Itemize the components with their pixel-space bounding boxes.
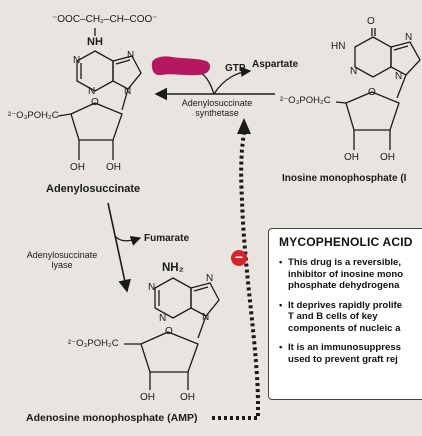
info-bullet-2-line-2: T and B cells of key [288,311,378,322]
amp-oh-left: OH [140,392,155,403]
imp-oh-right: OH [380,152,395,163]
gtp-label: GTP [225,63,246,74]
imp-carbonyl-o: O [367,16,375,27]
info-bullet-2: It deprives rapidly prolife T and B cell… [279,300,422,335]
info-box-title: MYCOPHENOLIC ACID [279,235,413,249]
adenylosuccinate-name: Adenylosuccinate [46,183,141,195]
imp-hn: HN [331,41,346,52]
amp-phosphate: ²⁻O₃POH₂C [68,338,119,349]
gtp-highlight-blob [151,56,211,76]
atom-n3: N [88,86,96,97]
mycophenolic-acid-info-box: MYCOPHENOLIC ACID This drug is a reversi… [268,228,422,400]
adenylosuccinate-oh-left: OH [70,162,85,173]
amp-atom-n7: N [206,273,214,284]
feedback-dotted-arrow [212,132,260,420]
lyase-label: Adenylosuccinate lyase [22,250,102,270]
synthetase-label: Adenylosuccinate synthetase [181,98,253,118]
info-bullet-2-line-1: It deprives rapidly prolife [288,299,403,311]
imp-atom-n9: N [395,71,403,82]
synthetase-arrow [154,66,275,101]
lyase-label-text: Adenylosuccinate lyase [26,250,98,270]
imp-oh-left: OH [344,152,359,163]
fumarate-label: Fumarate [144,233,190,244]
info-bullet-1: This drug is a reversible, inhibitor of … [279,257,422,292]
amp-name: Adenosine monophosphate (AMP) [26,412,198,424]
atom-n1: N [73,55,81,66]
amp-nh2: NH₂ [162,262,184,274]
info-bullet-3-line-1: It is an immunosuppress [288,342,402,353]
info-bullet-3-line-2: used to prevent graft rej [288,353,398,365]
adenylosuccinate-nh: NH [87,36,103,48]
amp-ribose-o: O [165,326,173,337]
imp-ribose-o: O [368,87,376,98]
amp-atom-n1: N [148,282,156,293]
amp-structure [124,277,220,390]
feedback-arrowhead [237,118,251,134]
atom-n7: N [127,50,135,61]
amp-atom-n3: N [159,313,167,324]
info-bullet-3: It is an immunosuppress used to prevent … [279,342,422,365]
ribose-o: O [91,97,99,108]
info-bullet-1-line-3: phosphate dehydrogena [288,280,400,291]
adenylosuccinate-structure [57,28,142,160]
amp-atom-n9: N [202,312,210,323]
lyase-arrow [107,202,142,293]
inhibition-minus: − [234,249,244,265]
info-bullet-1-line-1: This drug is a reversible, [288,257,402,268]
info-bullet-1-line-2: inhibitor of inosine mono [288,268,404,280]
adenylosuccinate-oh-right: OH [106,162,121,173]
imp-name: Inosine monophosphate (I [282,173,407,184]
succinyl-chain: ⁻OOC–CH₂–CH–COO⁻ [52,14,158,25]
imp-atom-n3: N [350,66,358,77]
adenylosuccinate-phosphate: ²⁻O₃POH₂C [8,110,59,121]
imp-structure [335,28,421,150]
inhibition-symbol: − [231,249,247,266]
imp-phosphate: ²⁻O₃POH₂C [280,95,331,106]
info-bullet-2-line-3: components of nucleic a [288,322,401,334]
imp-atom-n7: N [405,32,413,43]
atom-n9: N [124,86,132,97]
amp-oh-right: OH [180,392,195,403]
aspartate-label: Aspartate [252,59,299,70]
